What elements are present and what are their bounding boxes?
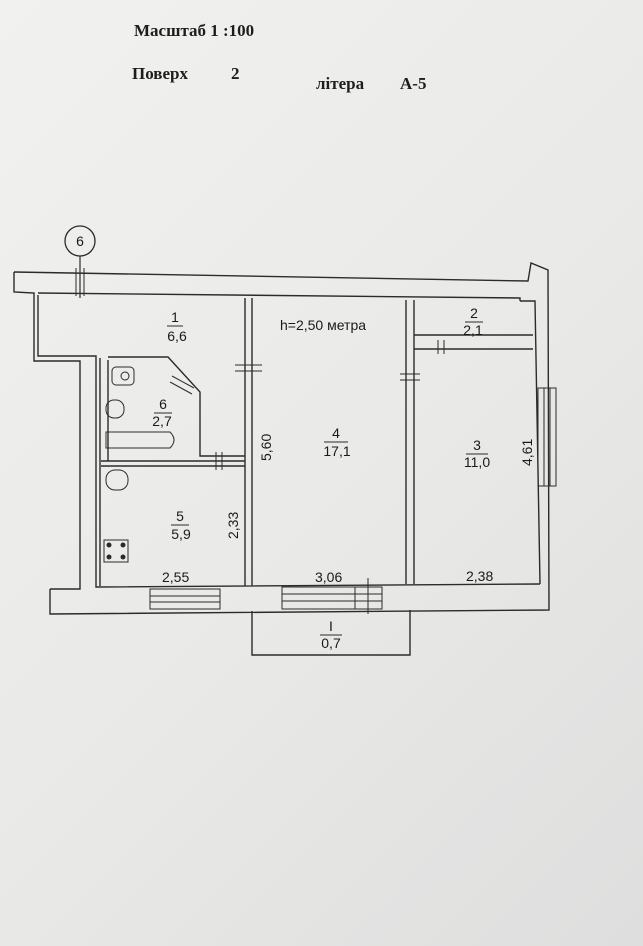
- dim-room5-width: 2,55: [162, 569, 189, 585]
- room-3-label: 3 11,0: [464, 437, 490, 470]
- stove-icon: [103, 539, 129, 563]
- dim-room3-depth: 4,61: [519, 439, 535, 466]
- scale-label: Масштаб 1 :100: [134, 21, 255, 40]
- svg-text:I: I: [329, 618, 333, 634]
- svg-text:6: 6: [159, 396, 167, 412]
- svg-text:0,7: 0,7: [321, 635, 341, 651]
- svg-text:3: 3: [473, 437, 481, 453]
- svg-text:11,0: 11,0: [464, 454, 490, 470]
- svg-text:2,7: 2,7: [152, 413, 172, 429]
- letter-label: літера: [316, 74, 365, 93]
- room-4-label: 4 17,1: [323, 425, 350, 459]
- room-6-label: 6 2,7: [152, 396, 172, 429]
- svg-text:6,6: 6,6: [167, 328, 187, 344]
- svg-text:1: 1: [171, 309, 179, 325]
- svg-text:4: 4: [332, 425, 340, 441]
- dim-room3-width: 2,38: [466, 568, 493, 584]
- svg-text:17,1: 17,1: [323, 443, 350, 459]
- balcony-label: I 0,7: [320, 618, 342, 651]
- room-1-label: 1 6,6: [167, 309, 187, 344]
- svg-text:5: 5: [176, 508, 184, 524]
- svg-text:5,9: 5,9: [171, 526, 191, 542]
- interior-walls: [101, 298, 533, 586]
- axis-marker-label: 6: [76, 233, 84, 249]
- outer-walls: [13, 262, 550, 615]
- bathroom-fixtures: [105, 366, 175, 491]
- room-2-label: 2 2,1: [463, 305, 483, 338]
- dim-room4-width: 3,06: [315, 569, 342, 585]
- axis-marker: 6: [64, 225, 96, 298]
- room-5-label: 5 5,9: [171, 508, 191, 542]
- ceiling-height-label: h=2,50 метра: [280, 317, 366, 333]
- door-markers: [169, 340, 445, 470]
- floor-value: 2: [231, 64, 240, 83]
- letter-value: А-5: [400, 74, 427, 93]
- floor-label: Поверх: [132, 64, 188, 83]
- svg-text:2: 2: [470, 305, 478, 321]
- windows: [75, 268, 557, 614]
- balcony: [251, 610, 411, 656]
- svg-text:2,1: 2,1: [463, 322, 483, 338]
- dim-room4-depth: 5,60: [258, 434, 274, 461]
- dim-room5-depth: 2,33: [225, 512, 241, 539]
